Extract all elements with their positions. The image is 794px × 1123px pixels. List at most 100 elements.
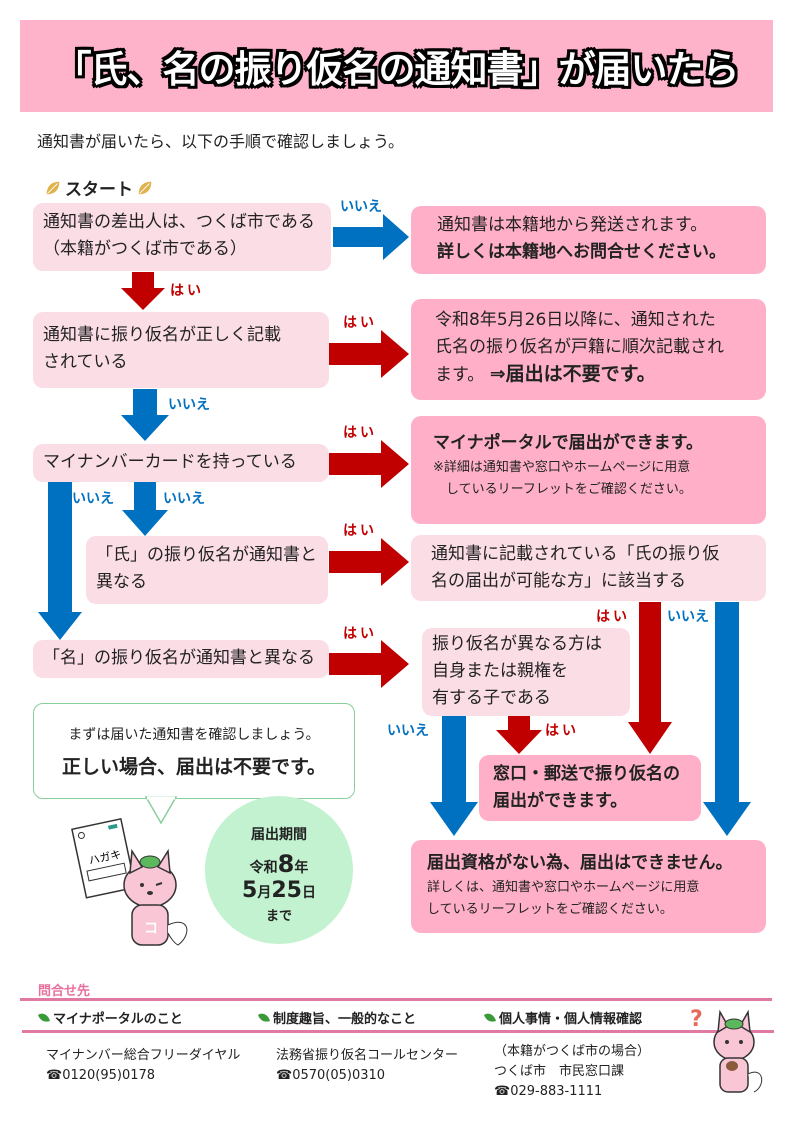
svg-text:?: ? bbox=[690, 1007, 703, 1032]
question-box-surname-differs: 「氏」の振り仮名が通知書と 異なる bbox=[86, 536, 328, 604]
arrow-down-blue bbox=[430, 716, 478, 836]
question-box-self-or-child: 振り仮名が異なる方は 自身または親権を 有する子である bbox=[422, 628, 630, 716]
a3-note1: ※詳細は通知書や窓口やホームページに用意 bbox=[433, 460, 691, 475]
leaf-icon bbox=[258, 1013, 270, 1022]
a2-line3b: ⇒届出は不要です。 bbox=[489, 363, 656, 385]
label-yes: はい bbox=[343, 425, 377, 441]
arrow-down-blue-long bbox=[703, 602, 751, 836]
start-label: スタート bbox=[44, 175, 154, 200]
a5-note2: しているリーフレットをご確認ください。 bbox=[427, 902, 673, 917]
contacts-heading: 問合せ先 bbox=[38, 984, 91, 999]
arrow-right-red bbox=[329, 440, 409, 488]
contact-org2: つくば市 市民窓口課 bbox=[494, 1064, 625, 1079]
start-text: スタート bbox=[65, 180, 133, 200]
contact-org: 法務省振り仮名コールセンター bbox=[276, 1048, 459, 1063]
deadline-day: 25 bbox=[271, 878, 302, 903]
arrow-right-red bbox=[329, 640, 409, 688]
fox-mascot-question-icon: ? bbox=[690, 1007, 763, 1093]
a4-line1: 窓口・郵送で振り仮名の bbox=[493, 764, 680, 784]
a3-line1: マイナポータルで届出ができます。 bbox=[433, 433, 703, 453]
label-yes: はい bbox=[343, 626, 377, 642]
contact-phone[interactable]: ☎0120(95)0178 bbox=[46, 1066, 240, 1086]
q3-line1: マイナンバーカードを持っている bbox=[43, 452, 297, 472]
phone-icon: ☎ bbox=[46, 1068, 63, 1083]
q6-line1: 「名」の振り仮名が通知書と異なる bbox=[43, 648, 315, 668]
a5-note1: 詳しくは、通知書や窓口やホームページに用意 bbox=[427, 880, 700, 895]
label-no: いいえ bbox=[72, 491, 114, 507]
answer-box-not-eligible: 届出資格がない為、届出はできません。 詳しくは、通知書や窓口やホームページに用意… bbox=[411, 840, 766, 933]
contact-mynaportal: マイナンバー総合フリーダイヤル ☎0120(95)0178 bbox=[46, 1046, 240, 1086]
phone-icon: ☎ bbox=[494, 1084, 511, 1099]
deadline-era: 令和 bbox=[249, 860, 278, 876]
q5-line1: 通知書に記載されている「氏の振り仮 bbox=[431, 544, 720, 564]
a2-line3: ます。 ⇒届出は不要です。 bbox=[435, 361, 754, 389]
intro-text: 通知書が届いたら、以下の手順で確認しましょう。 bbox=[37, 132, 405, 151]
leaf-icon bbox=[484, 1013, 496, 1022]
contact-org: マイナンバー総合フリーダイヤル bbox=[46, 1048, 241, 1063]
q1-line2: （本籍がつくば市である） bbox=[43, 239, 247, 259]
page-title: 「氏、名の振り仮名の通知書」が届いたら bbox=[54, 48, 740, 91]
contact-category-mynaportal: マイナポータルのこと bbox=[38, 1008, 183, 1027]
contact-org: （本籍がつくば市の場合） bbox=[494, 1044, 651, 1059]
label-no: いいえ bbox=[667, 609, 709, 625]
bubble-tail bbox=[144, 796, 178, 825]
deadline-month-unit: 月 bbox=[257, 885, 272, 901]
arrow-right-blue bbox=[333, 214, 409, 260]
q7-line3: 有する子である bbox=[432, 688, 551, 708]
label-no: いいえ bbox=[387, 723, 429, 739]
a2-line3a: ます。 bbox=[435, 365, 485, 385]
phone-number: 029-883-1111 bbox=[510, 1084, 603, 1099]
answer-box-other-city: 通知書は本籍地から発送されます。 詳しくは本籍地へお問合せください。 bbox=[411, 206, 766, 274]
contact-category-general: 制度趣旨、一般的なこと bbox=[258, 1008, 416, 1027]
arrow-down-red bbox=[496, 716, 542, 754]
answer-box-myna-portal: マイナポータルで届出ができます。 ※詳細は通知書や窓口やホームページに用意 して… bbox=[411, 416, 766, 524]
leaf-icon bbox=[38, 1013, 50, 1022]
deadline-until: まで bbox=[265, 909, 292, 924]
contact-phone[interactable]: ☎0570(05)0310 bbox=[276, 1066, 458, 1086]
divider bbox=[22, 1030, 774, 1033]
label-yes: はい bbox=[343, 315, 377, 331]
label-no: いいえ bbox=[163, 491, 205, 507]
contact-phone[interactable]: ☎029-883-1111 bbox=[494, 1082, 650, 1102]
bubble-line1: まずは届いた通知書を確認しましょう。 bbox=[68, 727, 320, 743]
a5-line1: 届出資格がない為、届出はできません。 bbox=[427, 853, 733, 873]
a3-note2: しているリーフレットをご確認ください。 bbox=[433, 482, 692, 497]
question-box-mynumber: マイナンバーカードを持っている bbox=[33, 444, 329, 482]
label-no: いいえ bbox=[168, 397, 210, 413]
a2-line2: 氏名の振り仮名が戸籍に順次記載され bbox=[435, 337, 724, 357]
q7-line2: 自身または親権を bbox=[432, 661, 568, 681]
answer-box-no-filing: 令和8年5月26日以降に、通知された 氏名の振り仮名が戸籍に順次記載され ます。… bbox=[411, 299, 766, 400]
a4-line2: 届出ができます。 bbox=[493, 791, 628, 811]
bubble-line2: 正しい場合、届出は不要です。 bbox=[61, 756, 327, 778]
arrow-down-blue bbox=[121, 389, 169, 441]
q7-line1: 振り仮名が異なる方は bbox=[432, 634, 602, 654]
contact-category-label: 制度趣旨、一般的なこと bbox=[273, 1012, 417, 1027]
label-yes: はい bbox=[545, 723, 579, 739]
question-box-eligible: 通知書に記載されている「氏の振り仮 名の届出が可能な方」に該当する bbox=[411, 535, 766, 601]
label-no: いいえ bbox=[340, 199, 382, 215]
label-yes: はい bbox=[170, 283, 204, 299]
phone-icon: ☎ bbox=[276, 1068, 293, 1083]
arrow-right-red bbox=[329, 538, 409, 586]
title-banner: 「氏、名の振り仮名の通知書」が届いたら bbox=[20, 20, 773, 112]
q4-line2: 異なる bbox=[96, 572, 147, 592]
leaf-icon bbox=[138, 181, 152, 194]
label-yes: はい bbox=[343, 523, 377, 539]
phone-number: 0120(95)0178 bbox=[62, 1068, 156, 1083]
svg-text:コ: コ bbox=[144, 921, 158, 937]
deadline-date: 5月25日 bbox=[205, 878, 353, 903]
contact-category-label: マイナポータルのこと bbox=[53, 1012, 183, 1027]
question-box-sender: 通知書の差出人は、つくば市である （本籍がつくば市である） bbox=[33, 203, 331, 271]
deadline-year: 令和8年 bbox=[205, 850, 353, 878]
a1-line1: 通知書は本籍地から発送されます。 bbox=[437, 215, 708, 235]
q4-line1: 「氏」の振り仮名が通知書と bbox=[96, 545, 317, 565]
phone-number: 0570(05)0310 bbox=[292, 1068, 386, 1083]
arrow-down-blue-long bbox=[38, 482, 82, 640]
q2-line1: 通知書に振り仮名が正しく記載 bbox=[43, 325, 281, 345]
deadline-day-unit: 日 bbox=[301, 885, 316, 901]
a2-line1: 令和8年5月26日以降に、通知された bbox=[435, 310, 716, 330]
q2-line2: されている bbox=[43, 352, 128, 372]
question-box-givenname-differs: 「名」の振り仮名が通知書と異なる bbox=[33, 640, 329, 678]
contact-personal: （本籍がつくば市の場合） つくば市 市民窓口課 ☎029-883-1111 bbox=[494, 1042, 650, 1102]
arrow-right-red bbox=[329, 330, 409, 378]
